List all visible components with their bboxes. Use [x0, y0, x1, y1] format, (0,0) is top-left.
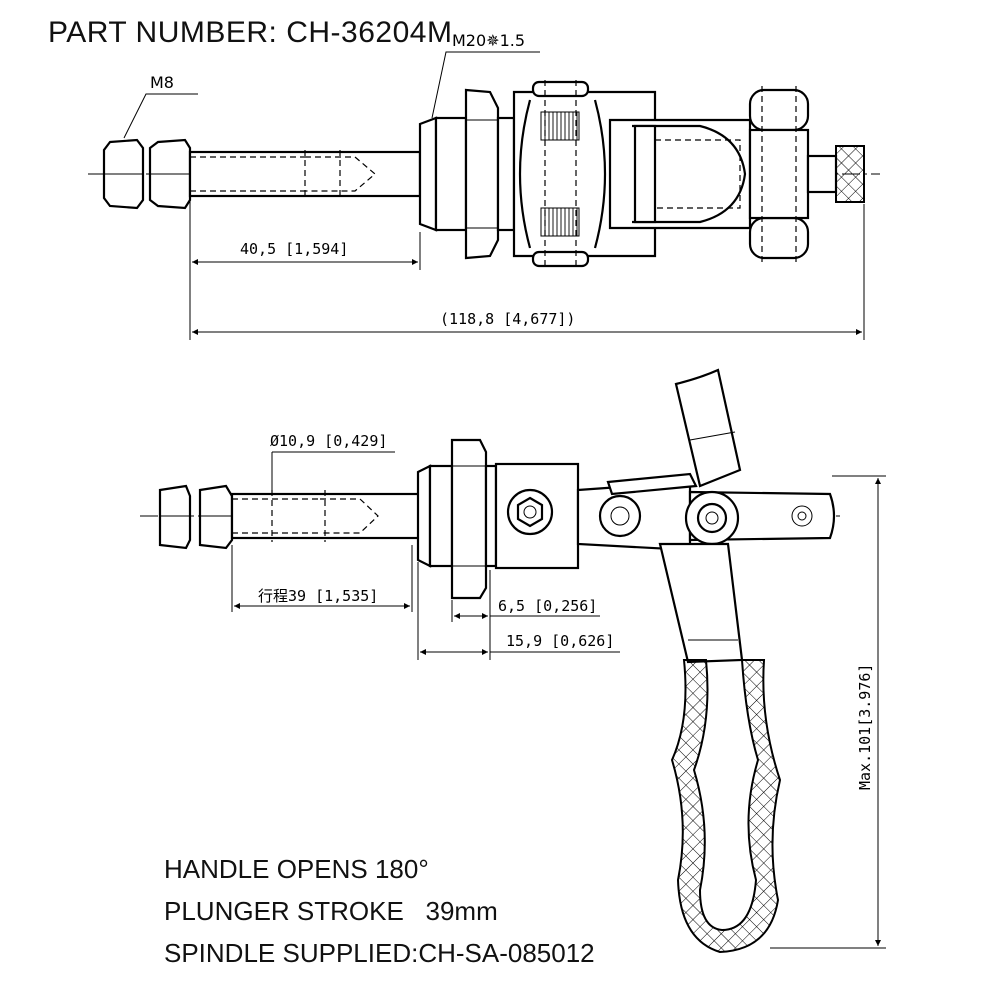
part-number-title: PART NUMBER: CH-36204M — [48, 16, 452, 49]
note-stroke: PLUNGER STROKE 39mm — [164, 896, 498, 926]
dim-stroke: 行程39 [1,535] — [258, 587, 378, 605]
thread-label-m8: M8 — [150, 73, 174, 92]
dim-total: (118,8 [4,677]) — [440, 310, 575, 328]
thread-label-m20: M20✵1.5 — [452, 31, 525, 50]
side-view: Ø10,9 [0,429] 行程39 [1,535] 6,5 [0,256] 1… — [140, 368, 886, 954]
note-spindle: SPINDLE SUPPLIED:CH-SA-085012 — [164, 938, 595, 968]
dim-max: Max.101[3.976] — [856, 664, 874, 790]
dim-diameter: Ø10,9 [0,429] — [270, 432, 387, 450]
notes: HANDLE OPENS 180° PLUNGER STROKE 39mm SP… — [164, 854, 595, 968]
note-handle: HANDLE OPENS 180° — [164, 854, 429, 884]
dim-a: 6,5 [0,256] — [498, 597, 597, 615]
m8-nut — [102, 138, 192, 210]
top-view: M20✵1.5 M8 40,5 [1,594] (118,8 [4,677]) — [88, 31, 880, 340]
dim-b: 15,9 [0,626] — [506, 632, 614, 650]
dim-length: 40,5 [1,594] — [240, 240, 348, 258]
